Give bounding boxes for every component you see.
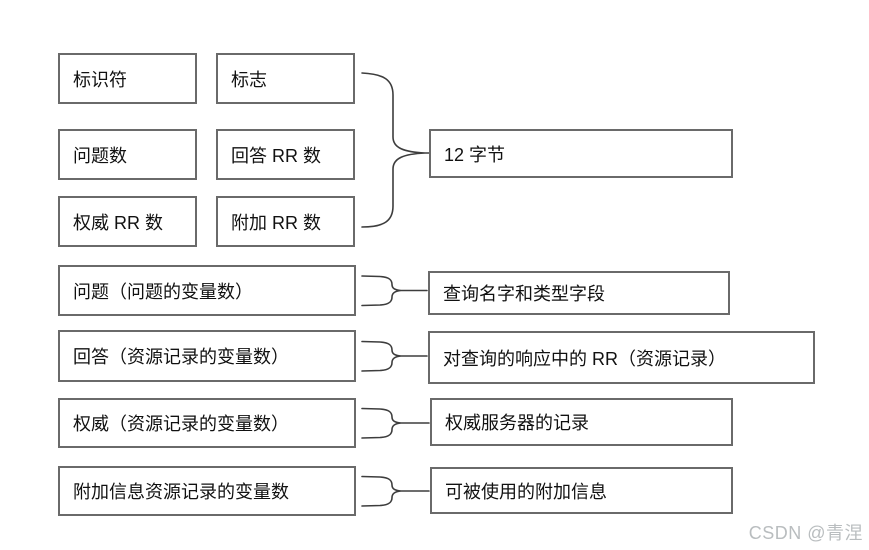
authority-rr-count-box: 权威 RR 数: [58, 196, 197, 247]
curly-brace-authority-icon: [361, 407, 430, 439]
curly-brace-header-icon: [361, 72, 430, 228]
authority-desc-box: 权威服务器的记录: [430, 398, 733, 446]
additional-desc-box: 可被使用的附加信息: [430, 467, 733, 514]
question-desc-box: 查询名字和类型字段: [428, 271, 730, 315]
twelve-bytes-box: 12 字节: [429, 129, 733, 178]
question-section-box: 问题（问题的变量数）: [58, 265, 356, 316]
answer-rr-count-box: 回答 RR 数: [216, 129, 355, 180]
answer-desc-box: 对查询的响应中的 RR（资源记录）: [428, 331, 815, 384]
question-count-box: 问题数: [58, 129, 197, 180]
answer-section-box: 回答（资源记录的变量数）: [58, 330, 356, 382]
authority-section-box: 权威（资源记录的变量数）: [58, 398, 356, 448]
identifier-box: 标识符: [58, 53, 197, 104]
flags-box: 标志: [216, 53, 355, 104]
curly-brace-answer-icon: [361, 340, 428, 372]
curly-brace-additional-icon: [361, 475, 430, 507]
additional-section-box: 附加信息资源记录的变量数: [58, 466, 356, 516]
curly-brace-question-icon: [361, 275, 428, 307]
csdn-watermark: CSDN @青涅: [748, 523, 863, 543]
additional-rr-count-box: 附加 RR 数: [216, 196, 355, 247]
